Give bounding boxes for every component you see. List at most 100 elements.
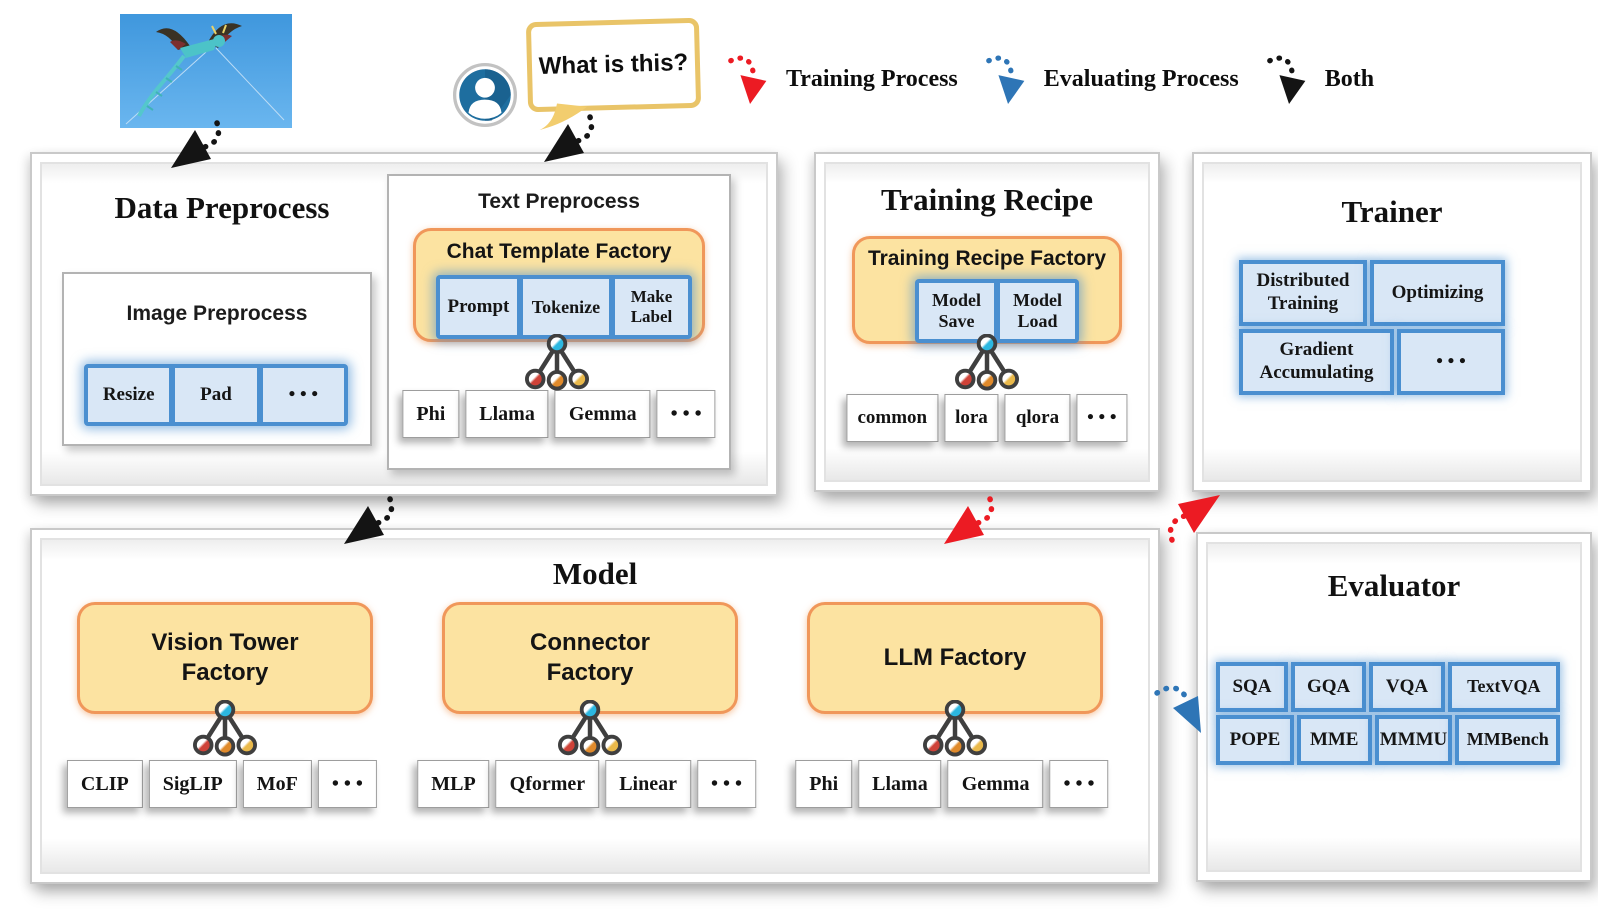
speech-bubble-tail bbox=[539, 103, 588, 130]
op-cell: Model Load bbox=[1000, 283, 1075, 339]
panel-title: Data Preprocess bbox=[114, 190, 330, 225]
benchmark-cell: MMMU bbox=[1374, 715, 1453, 765]
impl-cell: MLP bbox=[417, 760, 490, 808]
connector-impls: MLP Qformer Linear • • • bbox=[417, 760, 756, 808]
legend-item-training: Training Process bbox=[726, 50, 958, 108]
training-recipe-ops: Model Save Model Load bbox=[915, 279, 1079, 343]
factory-title: Vision Tower Factory bbox=[151, 629, 299, 686]
training-arrow-icon bbox=[728, 55, 767, 104]
benchmark-cell: POPE bbox=[1216, 715, 1294, 765]
impl-cell: • • • bbox=[696, 760, 756, 808]
factory-tree-icon bbox=[193, 700, 257, 757]
benchmark-cell: TextVQA bbox=[1447, 662, 1560, 712]
benchmark-cell: GQA bbox=[1290, 662, 1367, 712]
panel-evaluator: Evaluator SQA GQA VQA TextVQA POPE MME M… bbox=[1196, 532, 1592, 882]
factory-title: Connector Factory bbox=[530, 629, 650, 686]
panel-title: Evaluator bbox=[1327, 568, 1461, 603]
impl-cell: Llama bbox=[858, 760, 942, 808]
arrow-model-to-evaluator bbox=[1154, 685, 1201, 733]
benchmark-cell: MMBench bbox=[1455, 715, 1560, 765]
impl-cell: • • • bbox=[1076, 394, 1128, 442]
impl-cell: • • • bbox=[656, 390, 716, 438]
image-preprocess-ops: Resize Pad • • • bbox=[84, 364, 348, 426]
impl-cell: lora bbox=[944, 394, 999, 442]
benchmark-cell: SQA bbox=[1216, 662, 1288, 712]
user-avatar-icon bbox=[452, 62, 518, 128]
llm-factory: LLM Factory bbox=[807, 602, 1103, 714]
impl-cell: Phi bbox=[795, 760, 853, 808]
connector-factory: Connector Factory bbox=[442, 602, 738, 714]
vision-tower-impls: CLIP SigLIP MoF • • • bbox=[66, 760, 377, 808]
chat-template-ops: Prompt Tokenize Make Label bbox=[436, 275, 692, 339]
feature-cell: Gradient Accumulating bbox=[1239, 329, 1394, 395]
op-cell: Tokenize bbox=[522, 279, 609, 335]
training-recipe-factory: Training Recipe Factory Model Save Model… bbox=[852, 236, 1122, 344]
feature-cell: Distributed Training bbox=[1239, 260, 1367, 326]
legend-label: Evaluating Process bbox=[1043, 65, 1239, 92]
image-preprocess-title: Image Preprocess bbox=[126, 302, 308, 325]
legend-item-both: Both bbox=[1265, 50, 1374, 108]
op-cell: Pad bbox=[175, 368, 257, 422]
vision-tower-factory: Vision Tower Factory bbox=[77, 602, 373, 714]
impl-cell: SigLIP bbox=[148, 760, 237, 808]
op-cell: Make Label bbox=[614, 279, 688, 335]
op-cell: Resize bbox=[88, 368, 170, 422]
both-arrow-icon bbox=[1266, 55, 1306, 104]
arrow-image-to-data-preprocess bbox=[171, 120, 222, 168]
impl-cell: • • • bbox=[317, 760, 377, 808]
arrow-question-to-text-preprocess bbox=[544, 114, 595, 162]
legend-label: Both bbox=[1324, 65, 1375, 92]
llm-impls: Phi Llama Gemma • • • bbox=[795, 760, 1109, 808]
training-recipe-impls: common lora qlora • • • bbox=[846, 394, 1128, 442]
panel-data-preprocess: Data Preprocess Image Preprocess Resize … bbox=[30, 152, 778, 496]
speech-bubble: What is this? bbox=[525, 17, 702, 130]
panel-title: Training Recipe bbox=[880, 182, 1094, 217]
legend-item-evaluating: Evaluating Process bbox=[984, 50, 1239, 108]
image-preprocess-box: Image Preprocess Resize Pad • • • bbox=[62, 272, 372, 446]
speech-bubble-text: What is this? bbox=[538, 49, 689, 80]
impl-cell: common bbox=[846, 394, 939, 442]
vision-tower-group: Vision Tower Factory CLIP SigLIP MoF • •… bbox=[66, 602, 377, 852]
factory-tree-icon bbox=[955, 334, 1019, 391]
benchmark-cell: VQA bbox=[1369, 662, 1445, 712]
panel-model: Model Vision Tower Factory CLIP SigLIP M… bbox=[30, 528, 1160, 884]
kite-photo bbox=[120, 14, 292, 128]
text-preprocess-title: Text Preprocess bbox=[478, 190, 640, 213]
feature-cell: Optimizing bbox=[1370, 260, 1505, 326]
factory-title: LLM Factory bbox=[883, 644, 1027, 671]
arrow-model-to-trainer bbox=[1167, 495, 1220, 543]
impl-cell: MoF bbox=[242, 760, 312, 808]
factory-tree-icon bbox=[558, 700, 622, 757]
factory-title: Training Recipe Factory bbox=[867, 247, 1107, 270]
llm-group: LLM Factory Phi Llama Gemma • • • bbox=[795, 602, 1109, 852]
impl-cell: CLIP bbox=[66, 760, 143, 808]
panel-title: Trainer bbox=[1341, 194, 1443, 229]
legend: Training Process Evaluating Process Both bbox=[726, 48, 1374, 110]
factory-title: Chat Template Factory bbox=[446, 240, 672, 263]
op-cell: • • • bbox=[262, 368, 344, 422]
factory-tree-icon bbox=[923, 700, 987, 757]
arrow-training-recipe-to-model bbox=[944, 496, 995, 544]
connector-group: Connector Factory MLP Qformer Linear • •… bbox=[417, 602, 756, 852]
factory-tree-icon bbox=[525, 334, 589, 391]
chat-template-factory: Chat Template Factory Prompt Tokenize Ma… bbox=[413, 228, 705, 342]
chat-template-impls: Phi Llama Gemma • • • bbox=[402, 390, 716, 438]
impl-cell: qlora bbox=[1004, 394, 1071, 442]
legend-label: Training Process bbox=[786, 65, 958, 92]
impl-cell: • • • bbox=[1049, 760, 1109, 808]
benchmark-cell: MME bbox=[1296, 715, 1372, 765]
text-preprocess-box: Text Preprocess Chat Template Factory Pr… bbox=[387, 174, 731, 470]
op-cell: Prompt bbox=[440, 279, 517, 335]
impl-cell: Gemma bbox=[947, 760, 1044, 808]
op-cell: Model Save bbox=[919, 283, 994, 339]
impl-cell: Linear bbox=[605, 760, 691, 808]
impl-cell: Phi bbox=[402, 390, 460, 438]
arrow-data-preprocess-to-model bbox=[344, 496, 395, 544]
trainer-features: Distributed Training Optimizing Gradient… bbox=[1239, 260, 1505, 395]
panel-title: Model bbox=[552, 556, 638, 591]
impl-cell: Llama bbox=[465, 390, 549, 438]
impl-cell: Gemma bbox=[554, 390, 651, 438]
evaluating-arrow-icon bbox=[985, 55, 1025, 104]
panel-trainer: Trainer Distributed Training Optimizing … bbox=[1192, 152, 1592, 492]
